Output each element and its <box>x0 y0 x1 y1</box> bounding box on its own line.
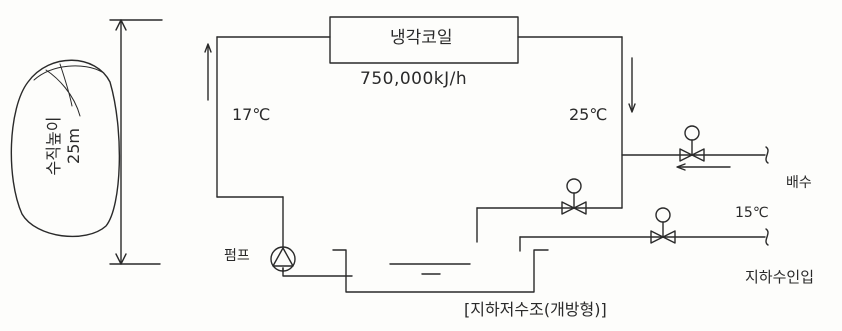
piping <box>216 36 766 277</box>
vertical-height-value: 25m <box>64 128 83 164</box>
supply-temp-label: 17℃ <box>232 105 271 124</box>
drain-temp-label: 15℃ <box>735 205 769 221</box>
inlet-pipe-break <box>765 228 769 246</box>
cooling-coil-box <box>329 16 519 64</box>
circle-scribble <box>33 63 103 117</box>
underground-tank <box>332 249 549 293</box>
cooling-coil-label: 냉각코일 <box>390 28 453 48</box>
cooling-load-label: 750,000kJ/h <box>360 69 468 89</box>
vertical-height-indicator <box>10 19 163 265</box>
dimension-bottom-arrow <box>115 253 127 265</box>
inlet-valve-icon <box>650 207 676 244</box>
drain-pipe-break <box>765 146 769 164</box>
pump-triangle <box>272 247 294 267</box>
supply-flow-arrowhead <box>204 43 212 53</box>
drain-valve-body <box>679 148 705 162</box>
return-flow-arrowhead <box>628 103 636 113</box>
pump-icon <box>270 246 296 272</box>
inlet-valve-body <box>650 230 676 244</box>
inlet-valve-actuator <box>655 207 671 223</box>
tank-outline <box>332 249 549 293</box>
return-valve-body <box>561 201 587 215</box>
tank-label: [지하저수조(개방형)] <box>464 300 607 319</box>
groundwater-inlet-label: 지하수인입 <box>745 268 815 286</box>
return-valve-actuator <box>566 178 582 194</box>
dimension-top-arrow <box>115 19 127 31</box>
drain-valve-actuator <box>684 125 700 141</box>
drain-flow-arrowhead <box>676 163 686 171</box>
drain-label: 배수 <box>786 175 812 191</box>
pump-body <box>270 246 296 272</box>
pump-to-tank-pipe <box>282 267 353 277</box>
vertical-height-text: 수직높이 <box>44 116 63 176</box>
flow-arrows <box>204 43 731 171</box>
pump-label: 펌프 <box>224 248 250 264</box>
vertical-height-label: 수직높이 25m <box>44 117 84 176</box>
return-valve-icon <box>561 178 587 215</box>
height-circle <box>10 59 121 238</box>
return-temp-label: 25℃ <box>569 105 608 124</box>
drain-valve-icon <box>679 125 705 162</box>
